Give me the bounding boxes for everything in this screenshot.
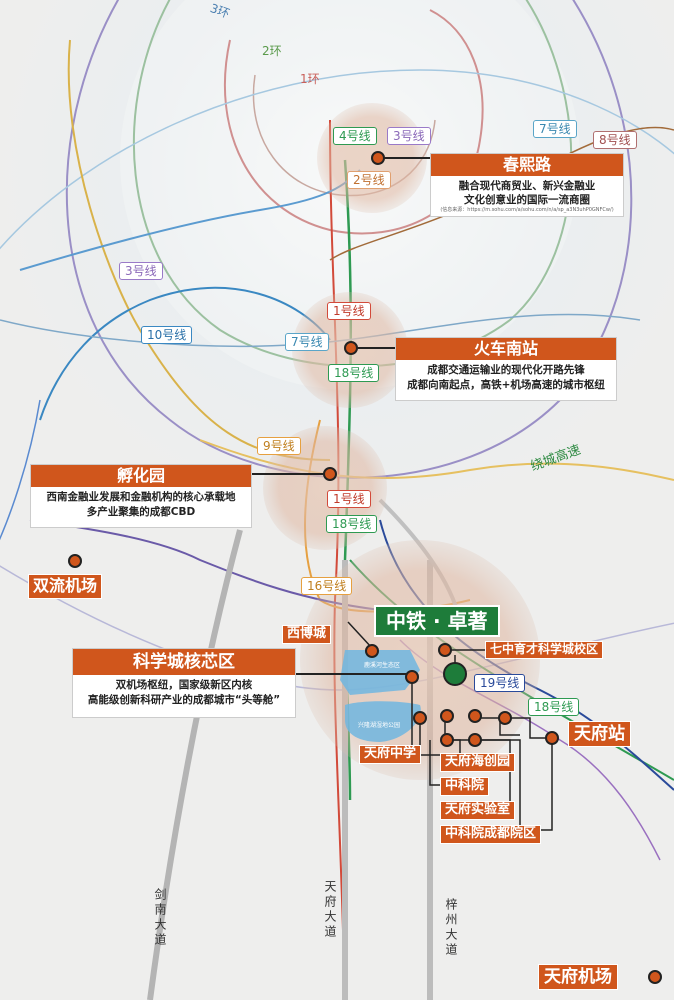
lab-tag: 天府实验室 [440,801,516,820]
chunxi-desc-1: 融合现代商贸业、新兴金融业 [458,180,596,192]
line19-label: 19号线 [474,674,526,692]
fuhua-title: 孵化园 [31,465,251,487]
project-tag: 中铁 · 卓著 [374,605,500,637]
science-dot-4 [498,711,512,725]
cas-chengdu-tag: 中科院成都院区 [440,825,542,844]
shuangliu-tag: 双流机场 [28,574,103,599]
tianfu-middle-tag: 天府中学 [359,745,422,764]
line18b-label: 18号线 [326,515,378,533]
huoche-title: 火车南站 [396,338,616,360]
line4-label: 4号线 [333,127,377,145]
line1a-label: 1号线 [327,302,371,320]
tianfu-road-label: 天府大道 [323,880,337,940]
line18a-label: 18号线 [328,364,380,382]
line2-label: 2号线 [347,171,391,189]
line7-label: 7号线 [533,120,577,138]
line10-label: 10号线 [141,326,193,344]
fuhua-callout: 孵化园 西南金融业发展和金融机构的核心承载地 多产业聚集的成都CBD [30,464,252,528]
huoche-desc-2: 成都向南起点，高铁+机场高速的城市枢纽 [407,379,605,391]
tianfu-airport-dot [648,970,662,984]
kexue-callout: 科学城核芯区 双机场枢纽，国家级新区内核 高能级创新科研产业的成都城市“头等舱” [72,648,296,718]
shuangliu-dot [68,554,82,568]
line8-label: 8号线 [593,131,637,149]
fuhua-desc-1: 西南金融业发展和金融机构的核心承载地 [46,491,236,503]
line18c-label: 18号线 [528,698,580,716]
kexue-desc-1: 双机场枢纽，国家级新区内核 [115,679,253,691]
fuhua-desc-2: 多产业聚集的成都CBD [86,506,196,518]
chunxi-desc-2: 文化创意业的国际一流商圈 [464,194,590,206]
huoche-callout: 火车南站 成都交通运输业的现代化开路先锋 成都向南起点，高铁+机场高速的城市枢纽 [395,337,617,401]
wetland-note: 兴隆湖湿地公园 [358,722,401,729]
tianfu-airport-tag: 天府机场 [538,964,618,991]
kexueyuan-tag: 中科院 [440,777,490,796]
xibo-tag: 西博城 [282,625,332,644]
qizhong-tag: 七中育才科学城校区 [485,641,604,659]
ring1-label: 1环 [300,72,320,86]
zizhou-road-label: 梓州大道 [444,898,458,958]
science-dot-1 [413,711,427,725]
chunxi-title: 春熙路 [431,154,623,176]
tianfu-station-tag: 天府站 [568,721,631,748]
kexue-dot [405,670,419,684]
ring2-label: 2环 [262,44,282,58]
line7b-label: 7号线 [285,333,329,351]
line3-label: 3号线 [387,127,431,145]
science-dot-6 [468,733,482,747]
huoche-dot [344,341,358,355]
chunxi-callout: 春熙路 融合现代商贸业、新兴金融业 文化创意业的国际一流商圈 (信息来源：htt… [430,153,624,217]
jiannan-road-label: 剑南大道 [153,888,167,948]
kexue-title: 科学城核芯区 [73,649,295,675]
chunxi-dot [371,151,385,165]
haichuang-tag: 天府海创园 [440,753,516,772]
line1b-label: 1号线 [327,490,371,508]
kexue-desc-2: 高能级创新科研产业的成都城市“头等舱” [87,694,281,706]
qizhong-dot [438,643,452,657]
park-note: 鹿溪河生态区 [364,662,401,669]
line9-label: 9号线 [257,437,301,455]
line3b-label: 3号线 [119,262,163,280]
science-dot-5 [440,733,454,747]
tianfu-station-dot [545,731,559,745]
huoche-desc-1: 成都交通运输业的现代化开路先锋 [427,364,585,376]
fuhua-dot [323,467,337,481]
science-dot-2 [440,709,454,723]
project-marker [443,662,467,686]
xibo-dot [365,644,379,658]
line16-label: 16号线 [301,577,353,595]
science-dot-3 [468,709,482,723]
chunxi-source: (信息来源：https://m.sohu.com/a/sohu.com/n/a/… [440,207,614,213]
